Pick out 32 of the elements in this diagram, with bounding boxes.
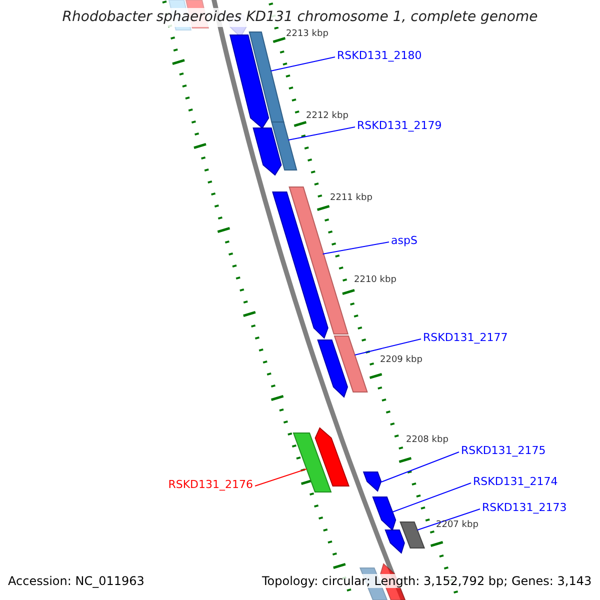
info-text: Topology: circular; Length: 3,152,792 bp; Genes: 3,143 — [262, 574, 592, 588]
leader-line — [416, 508, 480, 530]
leader-line — [380, 452, 460, 482]
gene-label: RSKD131_2173 — [482, 501, 567, 514]
gene-feature — [229, 32, 284, 129]
leader-line — [254, 468, 307, 486]
gene-feature — [252, 122, 298, 176]
scale-label: 2212 kbp — [306, 111, 348, 122]
leader-line — [322, 242, 390, 254]
gene-label: RSKD131_2176 — [168, 478, 253, 492]
gene-feature — [317, 336, 368, 398]
gene-label: RSKD131_2180 — [337, 49, 422, 62]
leader-line — [288, 126, 356, 140]
scale-label: 2213 kbp — [286, 29, 328, 40]
leader-line — [270, 56, 336, 72]
scale-label: 2209 kbp — [380, 355, 422, 366]
scale-label: 2211 kbp — [330, 193, 372, 204]
info-text: Accession: NC_011963 — [8, 574, 144, 588]
gene-label: RSKD131_2174 — [473, 475, 558, 488]
leader-line — [354, 338, 422, 356]
scale-label: 2210 kbp — [354, 275, 396, 286]
leader-line — [392, 482, 472, 512]
gene-feature — [362, 472, 382, 492]
scale-label: 2207 kbp — [436, 520, 478, 531]
gene-label: RSKD131_2177 — [423, 331, 508, 344]
gene-feature — [372, 496, 396, 531]
gene-label: aspS — [391, 234, 418, 248]
gene-block — [400, 522, 426, 548]
scale-label: 2208 kbp — [406, 435, 448, 446]
gene-feature — [292, 427, 350, 492]
gene-label: RSKD131_2179 — [357, 119, 442, 132]
gene-label: RSKD131_2175 — [461, 444, 546, 458]
